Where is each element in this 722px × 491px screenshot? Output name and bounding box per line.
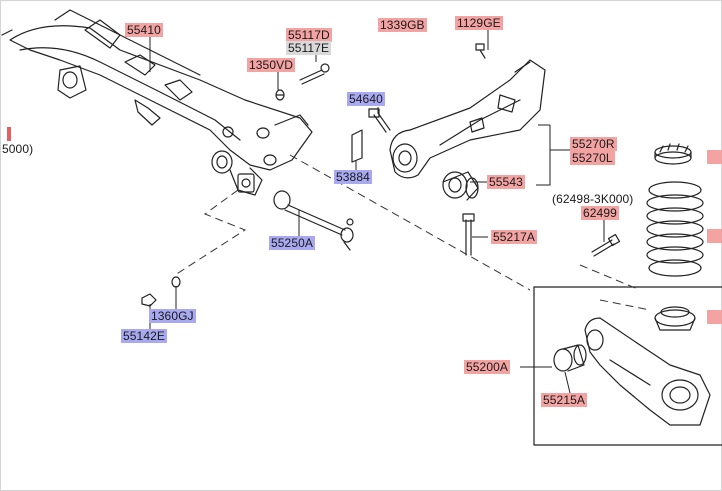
trailing-arm-55270 — [389, 59, 546, 179]
part-label-55117d[interactable]: 55117D — [286, 28, 332, 42]
left-edge-code-fragment: 5000) — [2, 142, 34, 156]
part-label-1360gj[interactable]: 1360GJ — [149, 309, 196, 323]
part-label-55200a[interactable]: 55200A — [464, 360, 510, 374]
part-label-55543[interactable]: 55543 — [487, 175, 525, 189]
assembly-dashed-lines — [174, 154, 651, 311]
part-label-1129ge[interactable]: 1129GE — [455, 16, 503, 30]
nut-55142e — [141, 293, 157, 307]
part-label-55215a[interactable]: 55215A — [541, 393, 587, 407]
bolt-62499 — [591, 233, 621, 257]
cut-label-top-right — [707, 150, 722, 164]
part-label-1339gb[interactable]: 1339GB — [378, 18, 427, 32]
cut-label-left — [7, 127, 11, 141]
bolt-1129ge — [475, 43, 486, 59]
part-label-62499[interactable]: 62499 — [581, 206, 619, 220]
lateral-link-55250a — [273, 190, 354, 251]
inset-box — [533, 286, 722, 446]
spring-pad-lower — [654, 306, 696, 331]
cut-label-mid-right — [707, 229, 722, 243]
washer-1360gj — [171, 276, 181, 288]
spring-seat-top — [654, 143, 692, 165]
bushing-55543 — [442, 171, 479, 201]
part-label-55117e[interactable]: 55117E — [286, 41, 332, 55]
bolt-1350vd — [275, 89, 285, 101]
part-label-55217a[interactable]: 55217A — [491, 230, 537, 244]
part-label-55142e[interactable]: 55142E — [121, 329, 167, 343]
part-label-1350vd[interactable]: 1350VD — [247, 58, 295, 72]
part-label-55270r[interactable]: 55270R — [570, 137, 617, 151]
bushing-55215a — [553, 344, 587, 372]
part-label-54640[interactable]: 54640 — [347, 92, 385, 106]
part-label-55410[interactable]: 55410 — [125, 23, 163, 37]
part-label-55250a[interactable]: 55250A — [269, 236, 315, 250]
coil-spring — [646, 181, 704, 277]
part-label-53884[interactable]: 53884 — [334, 170, 372, 184]
crossmember-subframe — [1, 9, 313, 196]
bracket-53884 — [351, 129, 363, 163]
bolt-55217a — [462, 213, 475, 256]
part-label-55270l[interactable]: 55270L — [570, 151, 615, 165]
cut-label-lower-right — [707, 310, 722, 324]
part-label-62498-3k000[interactable]: (62498-3K000) — [552, 192, 634, 206]
bolt-55117 — [299, 63, 330, 85]
bolt-54640 — [368, 108, 391, 133]
lower-arm-55200a — [584, 317, 711, 426]
leader-lines — [149, 30, 605, 394]
